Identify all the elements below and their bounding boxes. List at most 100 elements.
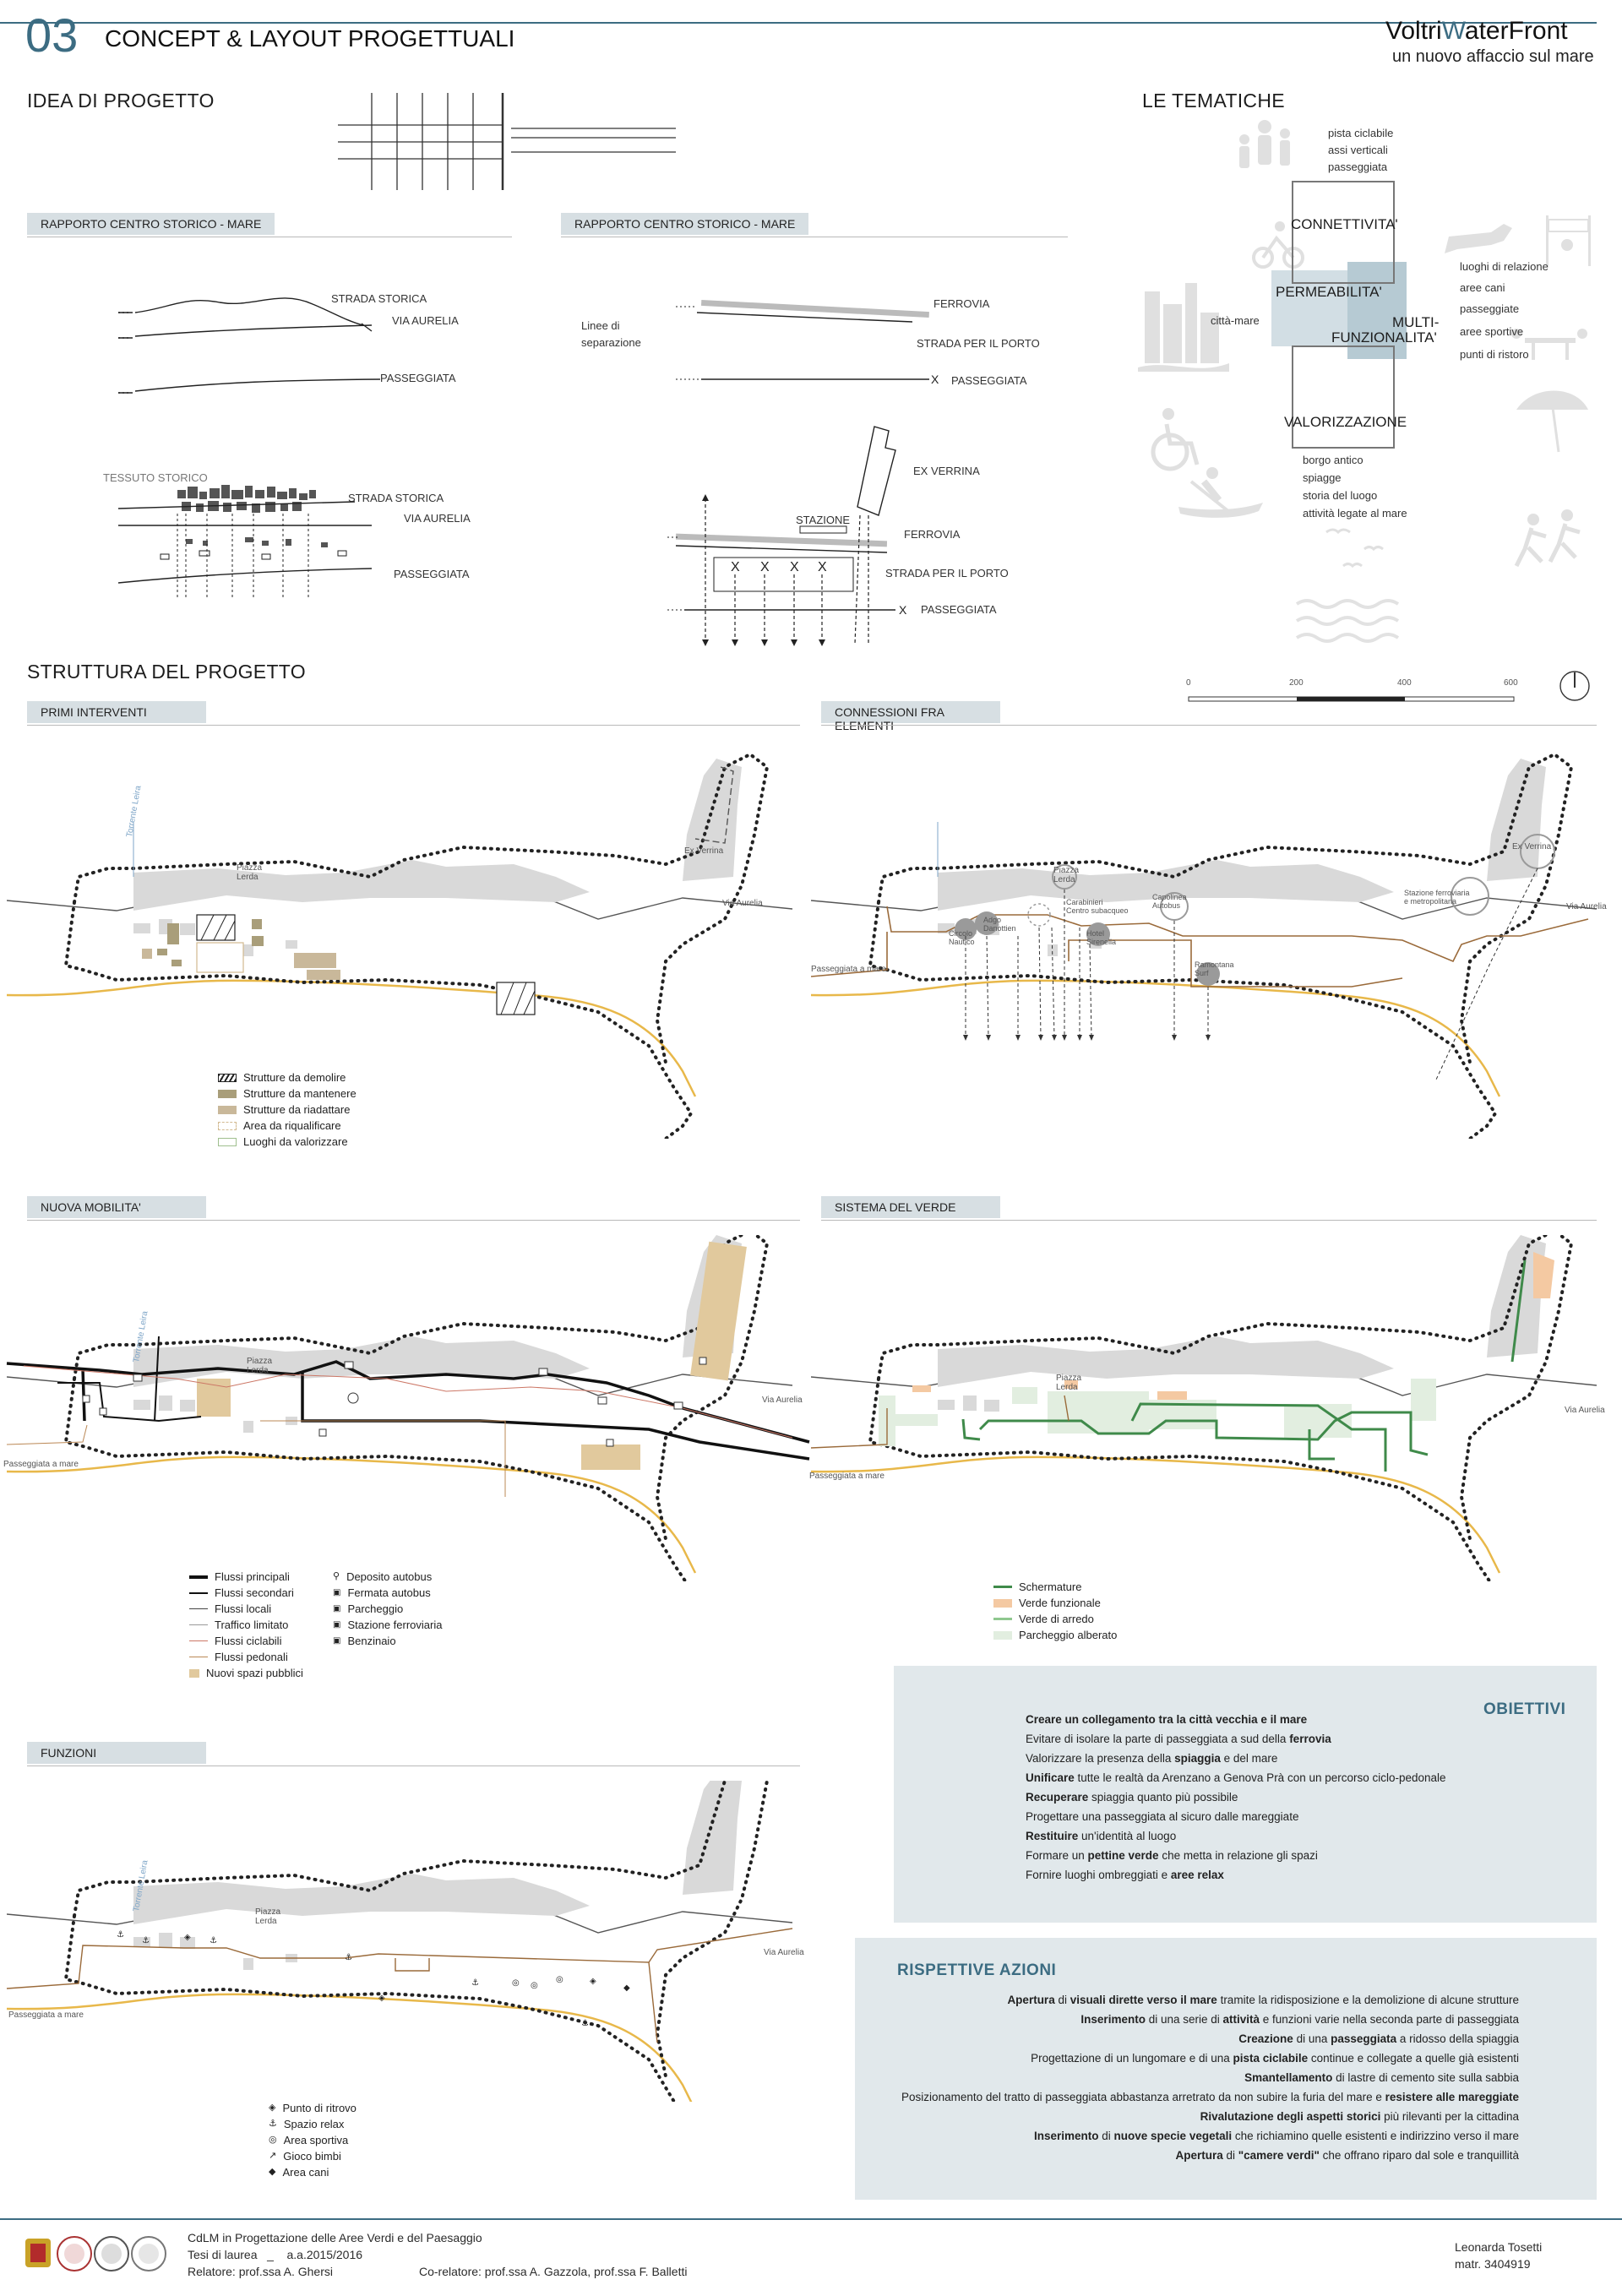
map-funzioni: ⚓⚓◈⚓⚓⚓◎◎◎◈◆⚓◈ (6, 1781, 794, 2102)
tag-rapporto-right: RAPPORTO CENTRO STORICO - MARE (561, 213, 809, 235)
leg-funz-bimbi: Gioco bimbi (283, 2150, 341, 2163)
svg-text:⚓: ⚓ (471, 1978, 479, 1988)
svg-text:⚓: ⚓ (210, 1936, 217, 1945)
legend-primi-demolire: Strutture da demolire (243, 1071, 346, 1084)
azione-4-pre: Progettazione di un lungomare e di una (1031, 2052, 1233, 2065)
tematiche-right-4: aree sportive (1460, 325, 1524, 338)
brand-part-3: aterFront (1464, 17, 1568, 45)
obiettivo-3: Valorizzare la presenza della spiaggia e… (1026, 1749, 1446, 1768)
leg-funz-row-bimbi: ↗ Gioco bimbi (269, 2148, 357, 2164)
tematiche-bottom-3: storia del luogo (1303, 489, 1378, 502)
svg-text:⚓: ⚓ (581, 2019, 589, 2028)
azione-4-t: continue e collegate a quelle già esiste… (1308, 2052, 1519, 2065)
leg-mob-principali: Flussi principali (215, 1570, 290, 1583)
legend-mobilita-left: Flussi principali Flussi secondari Fluss… (189, 1569, 303, 1681)
leg-mob-ciclabili: Flussi ciclabili (215, 1635, 282, 1647)
scale-tick-200: 200 (1289, 678, 1304, 688)
seal-genova-icon (25, 2239, 51, 2267)
tematiche-right-1: luoghi di relazione (1460, 260, 1549, 273)
azione-9-b2: "camere verdi" (1238, 2149, 1320, 2162)
leg-mob-locali: Flussi locali (215, 1602, 272, 1615)
obiettivo-5: Recuperare spiaggia quanto più possibile (1026, 1787, 1446, 1807)
azione-5-b: Smantellamento (1244, 2071, 1333, 2084)
azione-9-t2: che offrano riparo dal sole e tranquilli… (1319, 2149, 1519, 2162)
azioni-list: Apertura di visuali dirette verso il mar… (901, 1990, 1519, 2165)
lbl-passeggiata: PASSEGGIATA (380, 372, 456, 384)
tematiche-background-icons (1138, 120, 1591, 643)
azione-9: Apertura di "camere verdi" che offrano r… (901, 2146, 1519, 2165)
lbl-conn-aurelia: Via Aurelia (1566, 902, 1607, 911)
footer-thesis: Tesi di laurea _ a.a.2015/2016 (188, 2248, 363, 2261)
lbl-mob-aurelia: Via Aurelia (762, 1396, 803, 1405)
azione-1-t: di (1054, 1994, 1070, 2006)
leg-mob-row-nuovi: Nuovi spazi pubblici (189, 1665, 303, 1681)
leg-mob-deposito: Deposito autobus (346, 1570, 433, 1583)
theme-multi-1: MULTI- (1392, 314, 1440, 330)
footer-author: Leonarda Tosetti (1455, 2240, 1543, 2254)
node-circolo: Circolo Nautico (949, 929, 975, 946)
leg-verde-row-arredo: Verde di arredo (993, 1611, 1117, 1627)
azione-6-b: resistere alle mareggiate (1385, 2091, 1519, 2103)
swatch-parcheggio-alberato (993, 1630, 1012, 1640)
azione-2-b2: attività (1222, 2013, 1260, 2026)
swatch-riadattare (218, 1105, 237, 1114)
azione-3: Creazione di una passeggiata a ridosso d… (901, 2029, 1519, 2048)
brand-part-2: W (1441, 17, 1465, 45)
obiettivo-9-pre: Fornire luoghi ombreggiati e (1026, 1869, 1171, 1881)
map-verde (811, 1235, 1598, 1581)
lbl-strada-porto-2: STRADA PER IL PORTO (885, 567, 1009, 579)
tematiche-right-3: passeggiate (1460, 302, 1520, 315)
rule-verde (821, 1220, 1597, 1221)
fuel-icon: ▣ (333, 1636, 341, 1646)
azione-1-t2: tramite la ridisposizione e la demolizio… (1216, 1994, 1519, 2006)
azione-8-t2: che richiamino quelle esistenti e indiri… (1232, 2130, 1519, 2142)
tematiche-right-2: aree cani (1460, 281, 1505, 294)
swatch-mantenere (218, 1089, 237, 1098)
leg-mob-pedonali: Flussi pedonali (215, 1651, 288, 1663)
obiettivo-1-b: Creare un collegamento tra la città vecc… (1026, 1713, 1308, 1726)
svg-text:⚓: ⚓ (345, 1953, 352, 1962)
brand-part-1: Voltri (1385, 17, 1442, 45)
rule-primi (27, 725, 800, 726)
lbl-primi-aurelia: Via Aurelia (722, 899, 763, 908)
svg-text:X: X (899, 603, 907, 617)
obiettivo-8: Formare un pettine verde che metta in re… (1026, 1846, 1446, 1865)
obiettivo-3-b: spiaggia (1174, 1752, 1221, 1765)
tag-connessioni: CONNESSIONI FRA ELEMENTI (821, 701, 1000, 732)
seal-4-icon (131, 2236, 166, 2272)
lbl-strada-storica-2: STRADA STORICA (348, 492, 444, 504)
lbl-via-aurelia: VIA AURELIA (392, 314, 459, 327)
leg-mob-row-pedonali: Flussi pedonali (189, 1649, 303, 1665)
azione-1-b2: visuali dirette verso il mare (1070, 1994, 1217, 2006)
parking-icon: ▣ (333, 1604, 341, 1613)
azione-2-b: Inserimento (1080, 2013, 1146, 2026)
azione-2-t: di una serie di (1145, 2013, 1223, 2026)
legend-funzioni: ◈Punto di ritrovo ⚓Spazio relax ◎Area sp… (269, 2100, 357, 2180)
leg-mob-row-ciclabili: Flussi ciclabili (189, 1633, 303, 1649)
theme-connettivita: CONNETTIVITA' (1291, 216, 1398, 232)
tematiche-bottom-4: attività legate al mare (1303, 507, 1407, 520)
azione-6-pre: Posizionamento del tratto di passeggiata… (901, 2091, 1385, 2103)
lbl-mob-passeggiata: Passeggiata a mare (3, 1460, 79, 1469)
legend-primi-riqualificare: Area da riqualificare (243, 1119, 341, 1132)
leg-mob-secondari: Flussi secondari (215, 1586, 294, 1599)
leg-funz-row-sport: ◎Area sportiva (269, 2132, 357, 2148)
obiettivo-4-b: Unificare (1026, 1771, 1075, 1784)
lbl-verde-piazza: Piazza Lerda (1056, 1374, 1082, 1392)
svg-text:◎: ◎ (512, 1978, 520, 1988)
tematiche-top-3: passeggiata (1328, 161, 1388, 173)
obiettivo-2-b: ferrovia (1289, 1733, 1331, 1745)
scale-bar (1188, 696, 1515, 702)
playground-icon: ↗ (269, 2151, 277, 2161)
lbl-primi-verrina: Ex Verrina (684, 846, 724, 856)
footer-correlatore: Co-relatore: prof.ssa A. Gazzola, prof.s… (419, 2265, 688, 2278)
obiettivo-8-b: pettine verde (1087, 1849, 1159, 1862)
rule-mobilita (27, 1220, 800, 1221)
azione-3-b2: passeggiata (1331, 2032, 1397, 2045)
obiettivi-title: OBIETTIVI (1483, 1700, 1566, 1718)
lbl-funz-passeggiata: Passeggiata a mare (8, 2010, 84, 2020)
svg-text:X: X (790, 560, 799, 574)
lbl-verde-passeggiata: Passeggiata a mare (809, 1472, 884, 1481)
swatch-locali (189, 1608, 208, 1609)
